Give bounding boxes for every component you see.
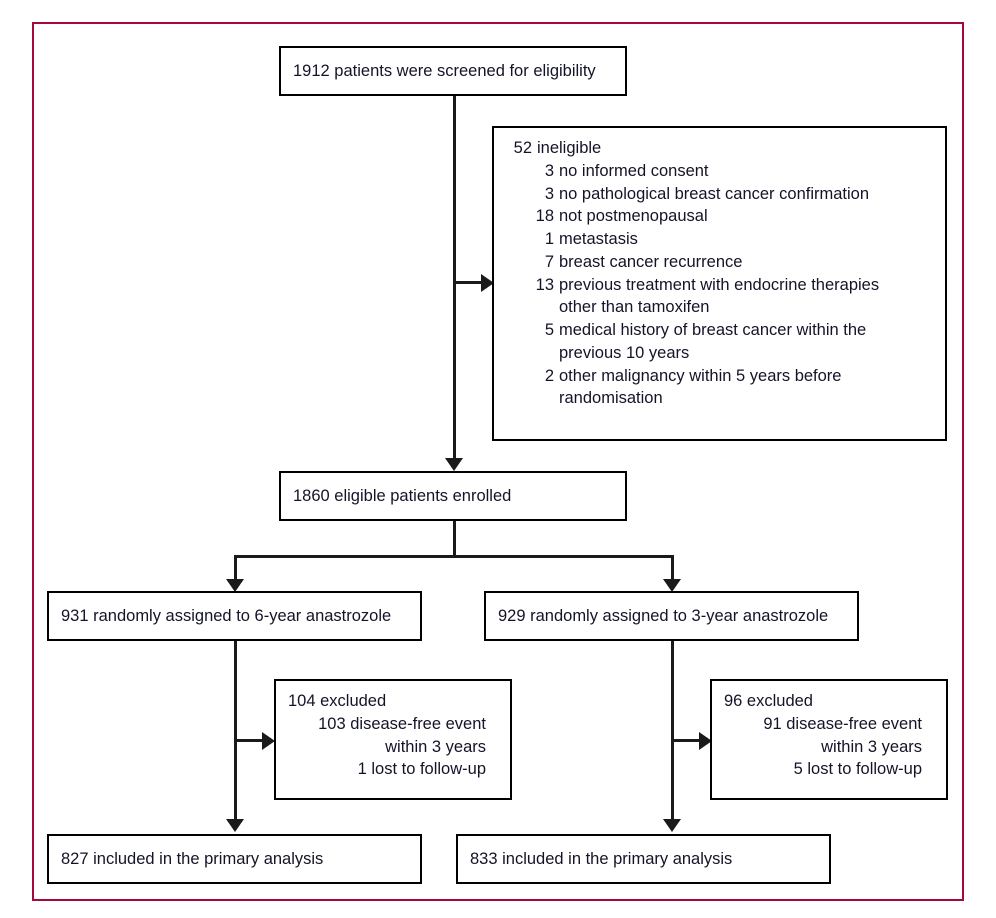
arrow-into-excluded-right <box>699 732 712 750</box>
node-analysis-left-label: 827 included in the primary analysis <box>61 849 324 868</box>
reason-text-continued: randomisation <box>559 389 663 408</box>
list-item: 13 previous treatment with endocrine the… <box>506 274 933 297</box>
excluded-left-heading: 104 excluded <box>288 692 387 710</box>
connector-to-excluded-right <box>671 739 703 742</box>
reason-text: metastasis <box>559 230 638 249</box>
list-item: 3 no pathological breast cancer confirma… <box>506 183 933 206</box>
connector-arm-left-to-analysis <box>234 640 237 825</box>
node-ineligible: 52 ineligible 3 no informed consent 3 no… <box>492 126 947 441</box>
reason-text: no informed consent <box>559 161 709 180</box>
connector-enrolled-stem <box>453 519 456 557</box>
ineligible-heading-text: ineligible <box>537 139 602 157</box>
connector-split-left-drop <box>234 555 237 585</box>
list-item: 3 no informed consent <box>506 160 933 183</box>
node-arm-left: 931 randomly assigned to 6-year anastroz… <box>47 591 422 641</box>
node-analysis-right: 833 included in the primary analysis <box>456 834 831 884</box>
excluded-left-content: 104 excluded 103 disease-free event with… <box>276 681 510 790</box>
excluded-right-content: 96 excluded 91 disease-free event within… <box>712 681 946 790</box>
connector-to-excluded-left <box>234 739 266 742</box>
list-item: 2 other malignancy within 5 years before <box>506 365 933 388</box>
reason-text: medical history of breast cancer within … <box>559 321 867 340</box>
ineligible-content: 52 ineligible 3 no informed consent 3 no… <box>494 128 945 419</box>
reason-count: 2 <box>544 366 554 385</box>
arrow-into-enrolled <box>445 458 463 471</box>
list-item: 18 not postmenopausal <box>506 205 933 228</box>
reason-text-continued: other than tamoxifen <box>559 298 710 317</box>
list-item: within 3 years <box>385 737 486 756</box>
figure-border <box>32 22 964 901</box>
list-item: 1 metastasis <box>506 228 933 251</box>
arrow-into-analysis-left <box>226 819 244 832</box>
arrow-into-ineligible <box>481 274 494 292</box>
ineligible-reason-list: 3 no informed consent 3 no pathological … <box>506 160 933 410</box>
node-enrolled-label: 1860 eligible patients enrolled <box>293 486 512 505</box>
connector-arm-right-to-analysis <box>671 640 674 825</box>
arrow-into-excluded-left <box>262 732 275 750</box>
reason-count: 7 <box>544 252 554 271</box>
reason-count: 5 <box>544 321 554 340</box>
arrow-into-arm-right <box>663 579 681 592</box>
node-analysis-right-label: 833 included in the primary analysis <box>470 849 733 868</box>
arrow-into-arm-left <box>226 579 244 592</box>
list-item: 7 breast cancer recurrence <box>506 251 933 274</box>
ineligible-heading: 52 ineligible <box>506 137 933 160</box>
node-arm-right-label: 929 randomly assigned to 3-year anastroz… <box>498 606 829 625</box>
arrow-into-analysis-right <box>663 819 681 832</box>
node-excluded-right: 96 excluded 91 disease-free event within… <box>710 679 948 800</box>
reason-count: 18 <box>535 207 554 226</box>
list-item: 5 lost to follow-up <box>793 760 922 779</box>
node-arm-right: 929 randomly assigned to 3-year anastroz… <box>484 591 859 641</box>
list-item: 91 disease-free event <box>763 714 922 733</box>
reason-text: not postmenopausal <box>559 207 708 226</box>
node-analysis-left: 827 included in the primary analysis <box>47 834 422 884</box>
list-item: 5 medical history of breast cancer withi… <box>506 319 933 342</box>
connector-to-ineligible <box>453 281 485 284</box>
node-screened-label: 1912 patients were screened for eligibil… <box>293 61 596 80</box>
connector-randomisation-split <box>234 555 674 558</box>
connector-split-right-drop <box>671 555 674 585</box>
node-enrolled: 1860 eligible patients enrolled <box>279 471 627 521</box>
node-arm-left-label: 931 randomly assigned to 6-year anastroz… <box>61 606 392 625</box>
reason-text: no pathological breast cancer confirmati… <box>559 184 870 203</box>
ineligible-heading-num: 52 <box>513 139 532 157</box>
reason-text: breast cancer recurrence <box>559 252 743 271</box>
reason-text-continued: previous 10 years <box>559 343 690 362</box>
excluded-right-heading: 96 excluded <box>724 692 813 710</box>
reason-count: 1 <box>544 230 554 249</box>
reason-count: 3 <box>544 184 554 203</box>
reason-count: 13 <box>535 275 554 294</box>
reason-text: previous treatment with endocrine therap… <box>559 275 880 294</box>
node-screened: 1912 patients were screened for eligibil… <box>279 46 627 96</box>
connector-screened-to-enrolled <box>453 96 456 464</box>
list-item: within 3 years <box>821 737 922 756</box>
node-excluded-left: 104 excluded 103 disease-free event with… <box>274 679 512 800</box>
reason-text: other malignancy within 5 years before <box>559 366 842 385</box>
reason-count: 3 <box>544 161 554 180</box>
list-item: 103 disease-free event <box>318 714 486 733</box>
list-item: 1 lost to follow-up <box>357 760 486 779</box>
